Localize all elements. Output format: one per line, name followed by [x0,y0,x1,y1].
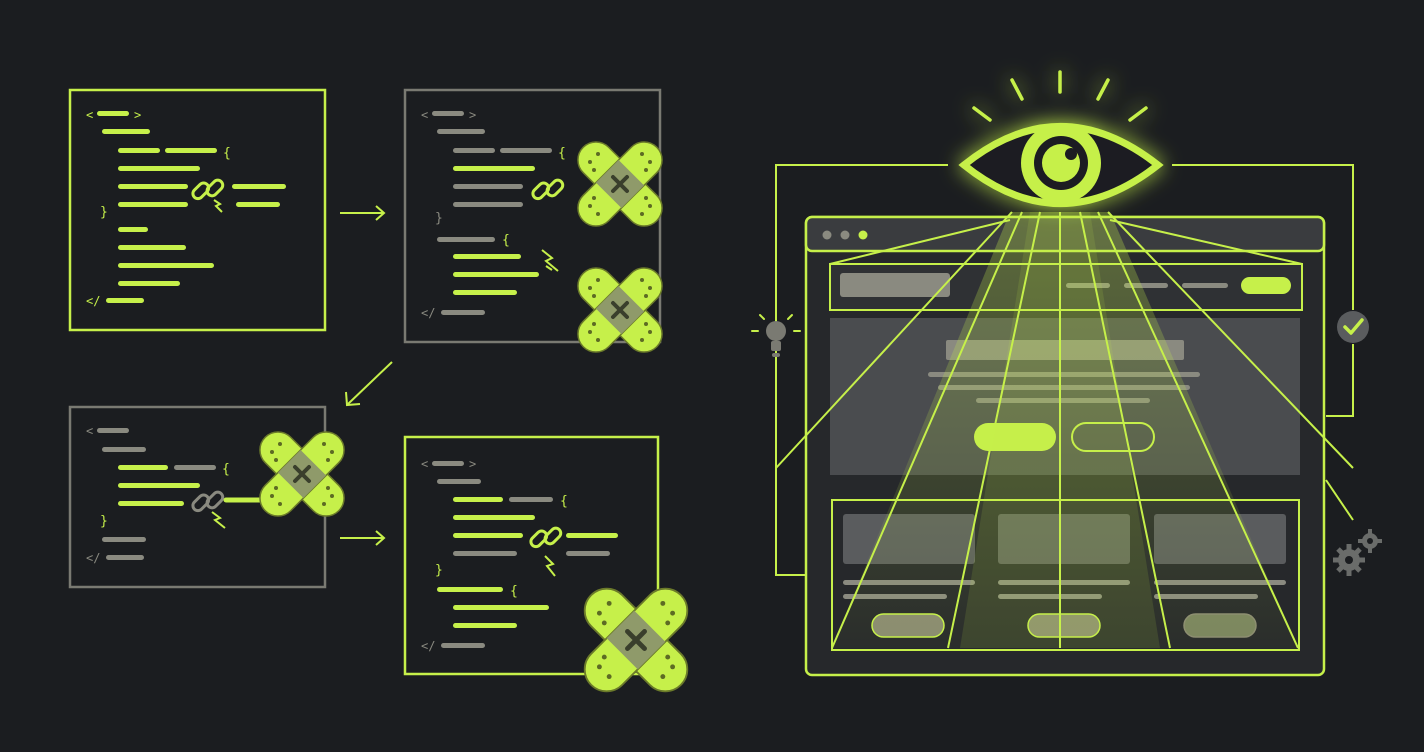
code-open-tag-end: > [469,108,476,122]
code-brace-close: } [435,211,443,226]
eye-icon [958,70,1164,207]
code-panel-patched-2: < { } </ [68,405,354,589]
code-open-tag-end: > [469,457,476,471]
flow-arrow [345,361,393,407]
code-open-tag: < [86,424,93,438]
code-close-tag: </ [421,306,435,320]
broken-link-icon [527,524,565,551]
code-close-tag: </ [86,294,100,308]
bandage-icon [568,132,672,236]
code-brace-close: } [100,514,108,529]
flow-arrow [340,530,386,546]
check-circle-icon [1337,311,1369,343]
code-close-tag: </ [86,551,100,565]
gears-icon [1333,529,1382,576]
lightbulb-icon [751,306,801,357]
lightning-icon [211,511,226,529]
code-brace-open: { [558,146,566,161]
broken-link-icon [189,176,227,203]
lightning-icon [541,249,559,272]
flow-arrow [340,205,386,221]
code-panel-patched-1: < > { } { </ [403,88,672,362]
code-brace-close: } [100,205,108,220]
lightning-icon [544,555,556,577]
code-brace-close: } [435,563,443,578]
bandage-icon [576,580,697,701]
code-panel-original: < > { } </ [68,88,327,332]
scan-beams [775,211,1354,649]
broken-link-icon [529,176,567,203]
code-open-tag: < [421,108,428,122]
broken-link-icon [189,488,227,515]
code-open-tag: < [421,457,428,471]
bandage-icon [250,422,354,526]
lightning-icon [213,199,223,213]
code-brace-open: { [510,584,518,599]
code-brace-open: { [223,146,231,161]
bandage-icon [568,258,672,362]
code-open-tag: < [86,108,93,122]
code-open-tag-end: > [134,108,141,122]
code-close-tag: </ [421,639,435,653]
connector-lines [775,164,1354,576]
code-brace-open: { [222,462,230,477]
code-brace-open: { [560,494,568,509]
code-brace-open: { [502,233,510,248]
code-panel-fixed: < > { } { </ [403,435,697,701]
window-dots-icon [822,230,868,240]
